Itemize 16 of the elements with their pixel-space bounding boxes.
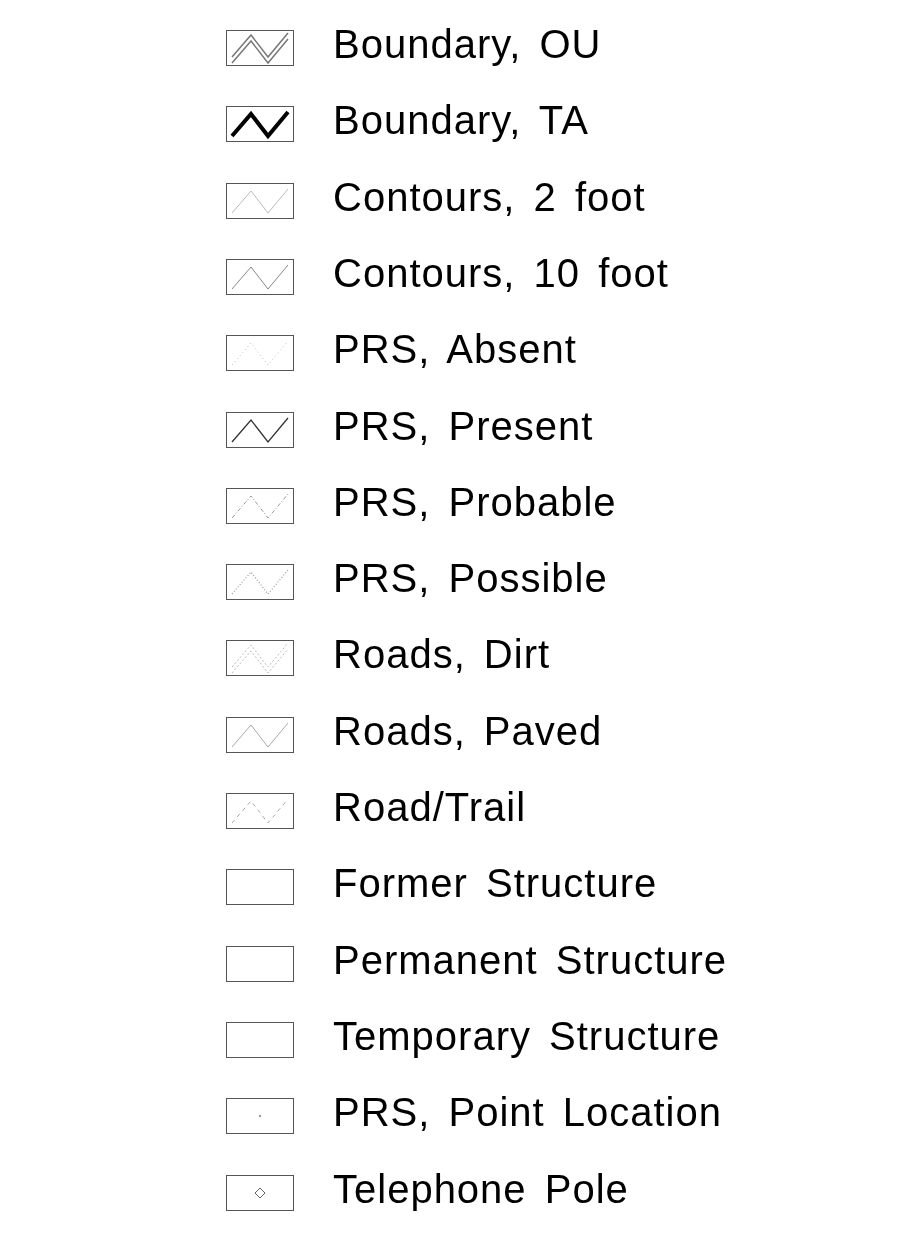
legend-label: Boundary, TA <box>333 98 589 144</box>
legend-label: Permanent Structure <box>333 937 728 983</box>
legend-label: Temporary Structure <box>333 1013 721 1059</box>
legend-label: PRS, Possible <box>333 556 608 602</box>
legend-label: PRS, Present <box>333 403 594 449</box>
legend-label: Former Structure <box>333 861 658 907</box>
legend-label: PRS, Absent <box>333 327 577 373</box>
legend-label: PRS, Probable <box>333 479 617 525</box>
legend-label: Contours, 2 foot <box>333 174 646 220</box>
legend-label: Telephone Pole <box>333 1166 629 1212</box>
legend-label: Road/Trail <box>333 785 527 830</box>
legend-label: Roads, Dirt <box>333 632 551 678</box>
legend-label: PRS, Point Location <box>333 1090 722 1136</box>
legend-label: Roads, Paved <box>333 708 603 754</box>
legend-label: Boundary, OU <box>333 22 602 67</box>
legend-label: Contours, 10 foot <box>333 250 669 296</box>
